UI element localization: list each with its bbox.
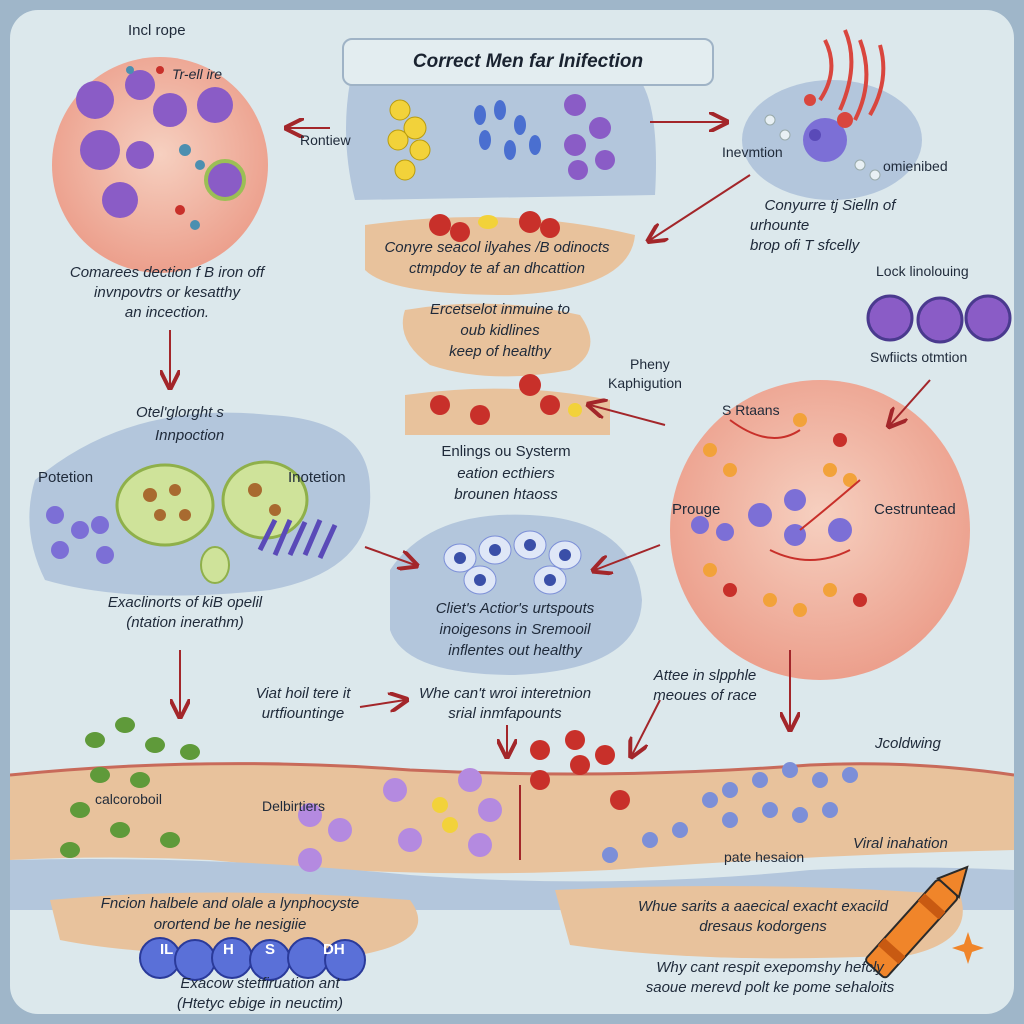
lock-cells [866,294,1012,344]
label-why-2: saoue merevd polt ke pome sehaloits [645,979,895,996]
label-attee-2: meoues of race [653,687,757,704]
label-fncion-1: Fncion halbele and olale a lynphocyste [100,895,360,912]
center-cells [443,530,582,595]
label-exacow-2: (Htetyc ebige in neuctim) [177,995,343,1012]
label-whe-1: Whe can't wroi interetnion [418,685,592,702]
label-jcoldwing: Jcoldwing [875,735,941,752]
red-cells-top [429,211,560,242]
label-lock-foot: Swfiicts otmtion [870,349,968,365]
label-pheny-1: Pheny [630,356,670,372]
label-ml-head-2: Innpoction [155,427,225,444]
diagram-panel: Correct Men far Inifection Incl rope Tr-… [10,10,1014,1014]
label-enlings-2: eation ecthiers [457,465,555,482]
label-whue-1: Whue sarits a aaecical exacht exacild [637,898,889,915]
label-whe-2: srial inmfapounts [448,705,562,722]
red-cells-middle [430,374,582,425]
label-prouge: Prouge [672,501,721,518]
label-sthans: S Rtaans [722,402,780,418]
badge-text-2: H [223,941,234,958]
label-ercetselot-3: keep of healthy [449,343,551,360]
label-center-desc-2: ctmpdoy te af an dhcattion [409,260,585,277]
pathogen-circle [670,380,970,680]
label-tl-desc-2: invnpovtrs or kesatthy [94,284,240,301]
sparkle-icon [952,932,984,964]
label-delbirtiers: Delbirtiers [262,798,326,814]
label-calcoroboil: calcoroboil [95,791,162,807]
page-title: Correct Men far Inifection [342,38,714,86]
badge-text-1: IL [160,941,174,958]
label-center-desc-1: Conyre seacol ilyahes /B odinocts [384,239,610,256]
label-pheny-2: Kaphigution [608,375,682,391]
label-viat-1: Viat hoil tere it [255,685,351,702]
label-cliets-3: inflentes out healthy [448,642,582,659]
label-ml-head-1: Otel'glorght s [136,404,224,421]
flow-arrows [170,122,931,860]
badge-bubbles [139,937,366,981]
label-potetion: Potetion [38,469,94,486]
label-whue-2: dresaus kodorgens [699,918,827,935]
tan-speech-region [402,303,591,377]
label-attee-1: Attee in slpphle [653,667,757,684]
label-inotetion: Inotetion [288,469,346,486]
tan-region-top [365,217,635,295]
label-tr-desc-2: urhounte [750,217,810,234]
label-cestruntead: Cestruntead [874,501,956,518]
cell-types-panel [346,80,656,200]
label-enlings-3: brounen htaoss [454,486,558,503]
label-exaclinorts-1: Exaclinorts of kiB opelil [107,594,263,611]
label-tr-desc-1: Conyurre tj Sielln of [764,197,896,214]
label-fncion-2: orortend be he nesigiie [153,916,307,933]
label-tl-desc-3: an incection. [124,304,210,321]
label-why-1: Why cant respit exepomshy hefcly [656,959,884,976]
badge-text-4: DH [323,941,345,958]
label-ercetselot-2: oub kidlines [460,322,540,339]
bottom-cells [60,717,858,872]
label-tr-desc-3: brop ofi T sfcelly [750,237,860,254]
label-rontiew: Rontiew [300,132,351,148]
label-tl-cells: Tr-ell ire [172,66,223,82]
label-exaclinorts-2: (ntation inerathm) [126,614,244,631]
label-tl-head: Incl rope [128,22,186,39]
invasion-oval [742,29,922,200]
label-exacow-1: Exacow stetfiruation ant [180,975,340,992]
diagram-art [10,29,1014,981]
label-lock-head: Lock linolouing [876,263,969,279]
label-tl-desc-1: Comarees dection f B iron off [69,264,265,281]
macrophage-cells [46,460,338,584]
label-omienibed: omienibed [883,158,948,174]
badge-text-3: S [265,941,276,958]
label-cliets-1: Cliet's Actior's urtspouts [435,600,595,617]
label-viat-2: urtfiountinge [261,705,345,722]
label-inevmtion: Inevmtion [722,144,783,160]
infected-tissue-circle [52,57,268,273]
label-pate: pate hesaion [724,849,805,865]
label-ercetselot-1: Ercetselot inmuine to [429,301,571,318]
label-enlings-1: Enlings ou Systerm [441,443,571,460]
label-cliets-2: inoigesons in Sremooil [439,621,591,638]
crayon-icon [865,865,969,979]
tissue-band [10,762,1014,959]
label-viral: Viral inahation [853,835,948,852]
